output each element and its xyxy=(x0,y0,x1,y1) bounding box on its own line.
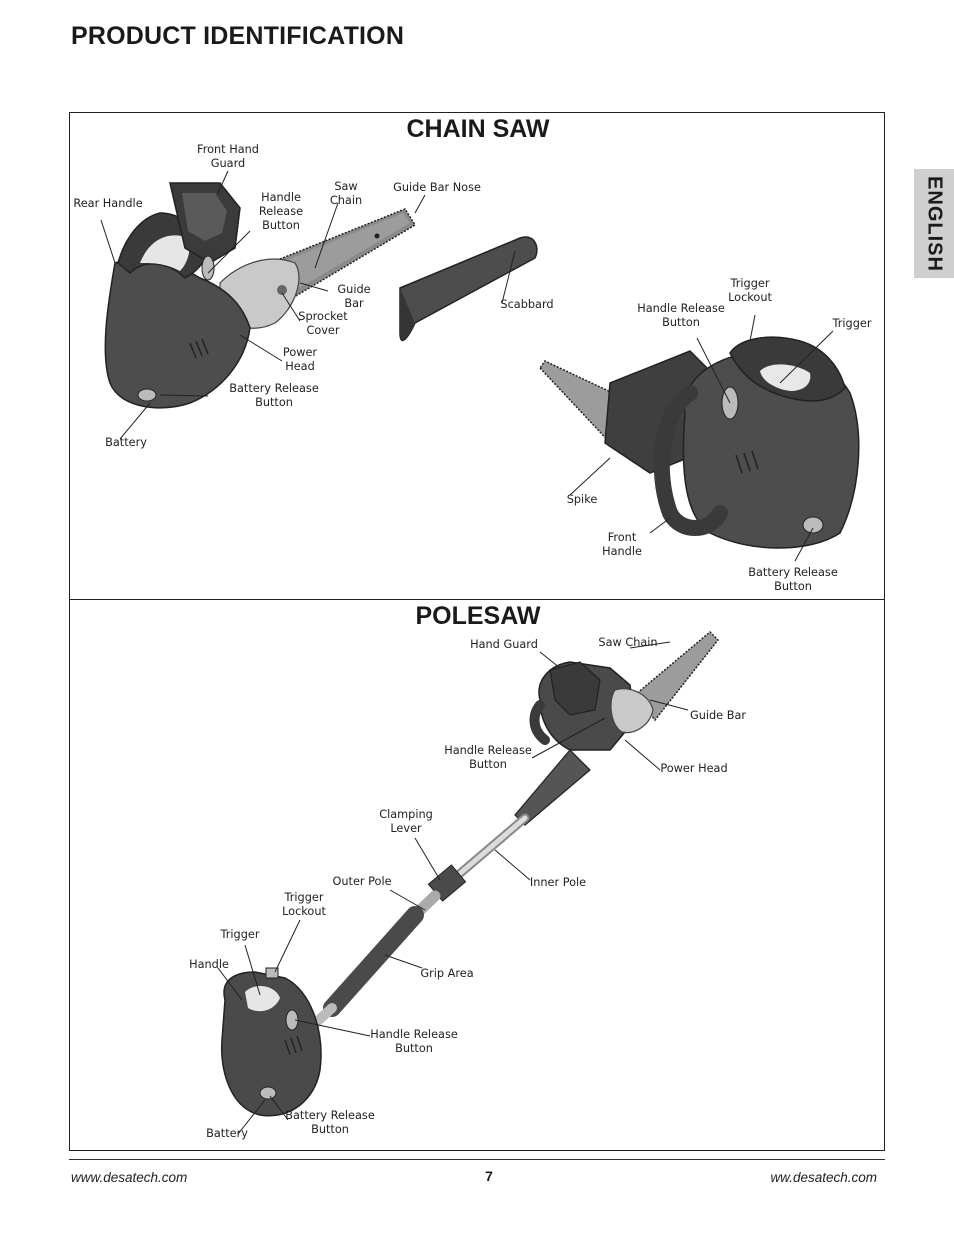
label-handle-release-button-bottom: Handle Release Button xyxy=(370,1028,458,1055)
label-guide-bar: Guide Bar xyxy=(337,283,371,310)
label-hand-guard: Hand Guard xyxy=(470,638,538,651)
label-guide-bar-nose: Guide Bar Nose xyxy=(393,181,481,194)
grip-area-drawing xyxy=(323,906,424,1017)
label-trigger: Trigger xyxy=(832,317,872,330)
label-battery-release-button: Battery Release Button xyxy=(229,382,319,409)
label-trigger-lockout: Trigger Lockout xyxy=(728,277,772,304)
polesaw-power-head-drawing xyxy=(514,661,654,826)
label-outer-pole: Outer Pole xyxy=(332,875,392,888)
language-tab-label: ENGLISH xyxy=(923,175,946,272)
label-guide-bar: Guide Bar xyxy=(689,709,747,722)
chainsaw-title: CHAIN SAW xyxy=(406,115,550,143)
scabbard-drawing xyxy=(399,236,538,342)
footer-website-right[interactable]: ww.desatech.com xyxy=(770,1170,877,1185)
label-grip-area: Grip Area xyxy=(420,967,474,980)
label-clamping-lever: Clamping Lever xyxy=(379,808,433,835)
page-number: 7 xyxy=(485,1168,493,1184)
chainsaw-illustration xyxy=(100,170,860,562)
label-scabbard: Scabbard xyxy=(500,298,554,311)
chainsaw-panel: CHAIN SAW Front Hand Guard Rear Handle H… xyxy=(69,112,885,600)
polesaw-title: POLESAW xyxy=(415,602,541,630)
label-battery-release-button-2: Battery Release Button xyxy=(748,566,838,593)
label-handle: Handle xyxy=(189,958,229,971)
label-power-head: Power Head xyxy=(282,346,318,373)
label-battery: Battery xyxy=(206,1127,248,1140)
label-power-head: Power Head xyxy=(660,762,728,775)
label-handle-release-button: Handle Release Button xyxy=(258,191,304,232)
footer-website-left[interactable]: www.desatech.com xyxy=(71,1170,188,1185)
chainsaw-body-drawing xyxy=(104,182,251,409)
footer-divider xyxy=(69,1159,885,1160)
label-handle-release-button-top: Handle Release Button xyxy=(444,744,532,771)
label-front-handle: Front Handle xyxy=(602,531,642,558)
page-title: PRODUCT IDENTIFICATION xyxy=(71,22,405,50)
language-tab: ENGLISH xyxy=(914,169,954,278)
label-saw-chain: Saw Chain xyxy=(598,636,658,649)
label-rear-handle: Rear Handle xyxy=(73,197,143,210)
polesaw-illustration xyxy=(217,630,720,1135)
label-spike: Spike xyxy=(566,493,598,506)
polesaw-handle-drawing xyxy=(221,967,322,1117)
label-trigger-lockout: Trigger Lockout xyxy=(282,891,326,918)
label-front-hand-guard: Front Hand Guard xyxy=(197,143,259,170)
label-battery: Battery xyxy=(105,436,147,449)
label-saw-chain: Saw Chain xyxy=(329,180,363,207)
label-battery-release-button: Battery Release Button xyxy=(285,1109,375,1136)
label-sprocket-cover: Sprocket Cover xyxy=(298,310,348,337)
chainsaw-second-view-drawing xyxy=(539,336,860,549)
label-inner-pole: Inner Pole xyxy=(529,876,587,889)
polesaw-leader-lines xyxy=(217,641,689,1135)
label-trigger: Trigger xyxy=(220,928,260,941)
label-handle-release-button-2: Handle Release Button xyxy=(637,302,725,329)
polesaw-panel: POLESAW Hand Guard Saw Chain Guide Bar H… xyxy=(69,599,885,1151)
chainsaw-leader-lines xyxy=(100,170,834,562)
